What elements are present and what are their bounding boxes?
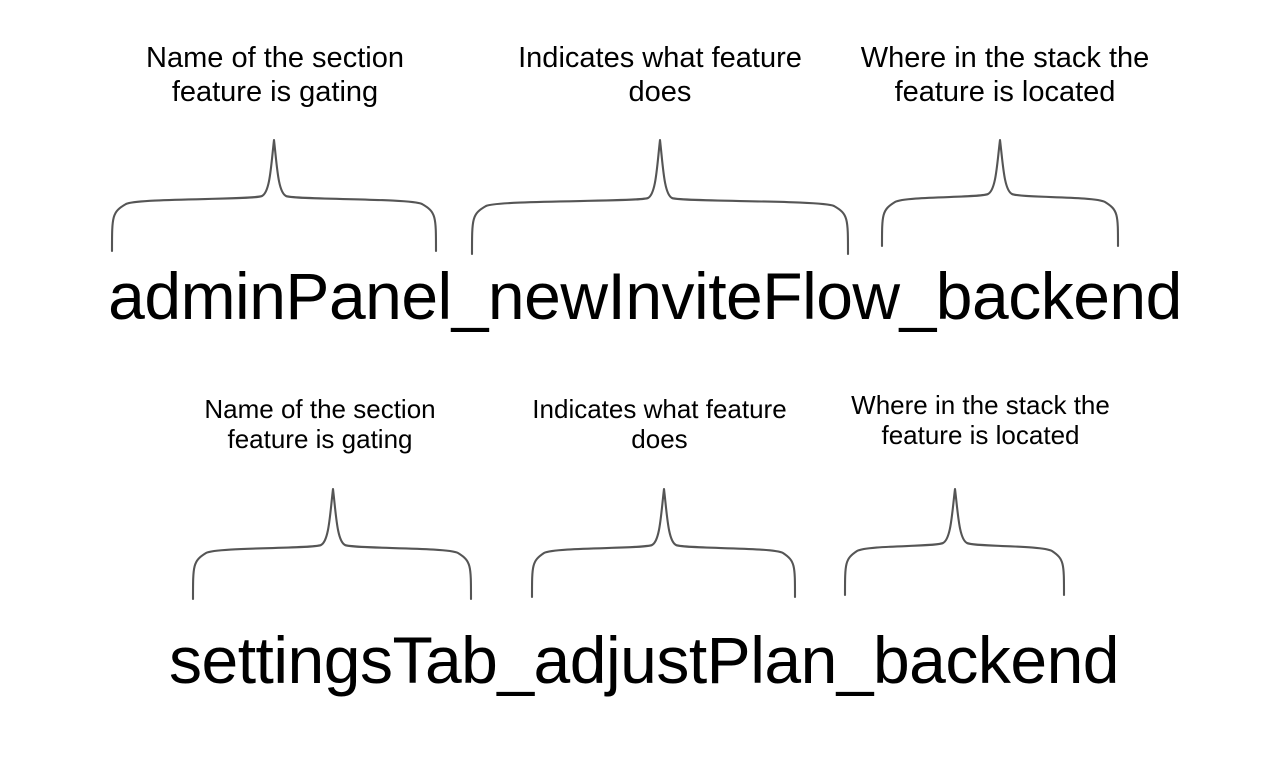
- brace-row1-segment-1: [110, 138, 438, 253]
- brace-row1-segment-2: [470, 138, 850, 256]
- caption-stack-location-row2: Where in the stack the feature is locate…: [851, 390, 1110, 451]
- caption-section-name-row1: Name of the section feature is gating: [146, 42, 404, 108]
- brace-row2-segment-1: [191, 487, 473, 601]
- caption-feature-action-row2: Indicates what feature does: [532, 394, 787, 455]
- caption-stack-location-row1: Where in the stack the feature is locate…: [860, 42, 1150, 108]
- brace-row1-segment-3: [880, 138, 1120, 248]
- feature-flag-token-row2: settingsTab_adjustPlan_backend: [168, 623, 1120, 697]
- caption-feature-action-row1: Indicates what feature does: [518, 42, 802, 108]
- caption-section-name-row2: Name of the section feature is gating: [204, 394, 436, 455]
- feature-flag-token-row1: adminPanel_newInviteFlow_backend: [108, 259, 1182, 333]
- brace-row2-segment-2: [530, 487, 797, 599]
- brace-row2-segment-3: [843, 487, 1066, 597]
